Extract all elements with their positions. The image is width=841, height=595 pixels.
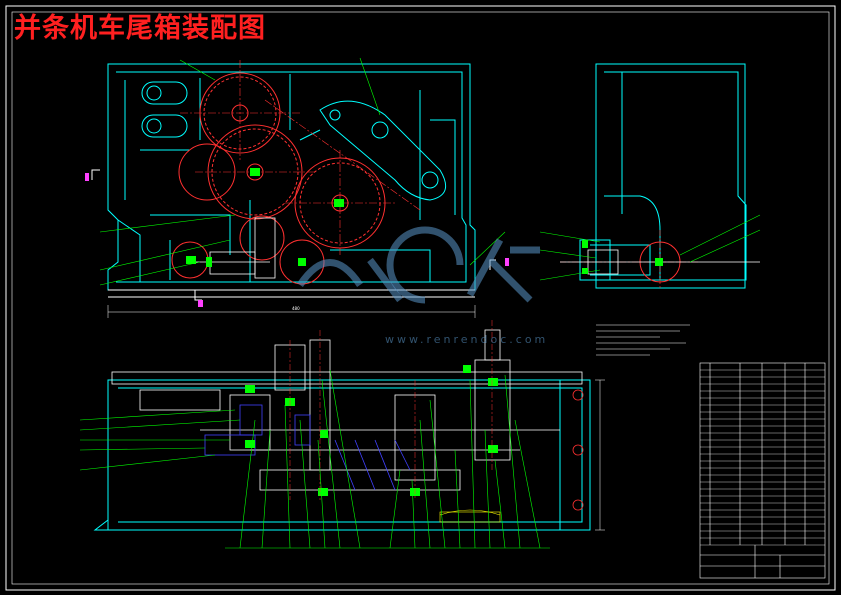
parts-list	[699, 362, 826, 579]
sheet-border	[5, 5, 836, 591]
side-view	[579, 63, 747, 289]
swing-arm	[319, 100, 447, 201]
sheet-inner-border	[11, 11, 830, 585]
gear-icon	[239, 215, 285, 261]
watermark-url: www.renrendoc.com	[385, 333, 549, 346]
section-view	[93, 379, 591, 531]
tech-notes	[596, 324, 690, 356]
front-view	[107, 63, 476, 298]
title-block	[700, 545, 825, 578]
logo-watermark-icon	[297, 226, 540, 304]
svg-text:480: 480	[292, 306, 300, 311]
parts-list-rows	[700, 369, 825, 546]
drawing-title: 并条机车尾箱装配图	[14, 13, 266, 44]
